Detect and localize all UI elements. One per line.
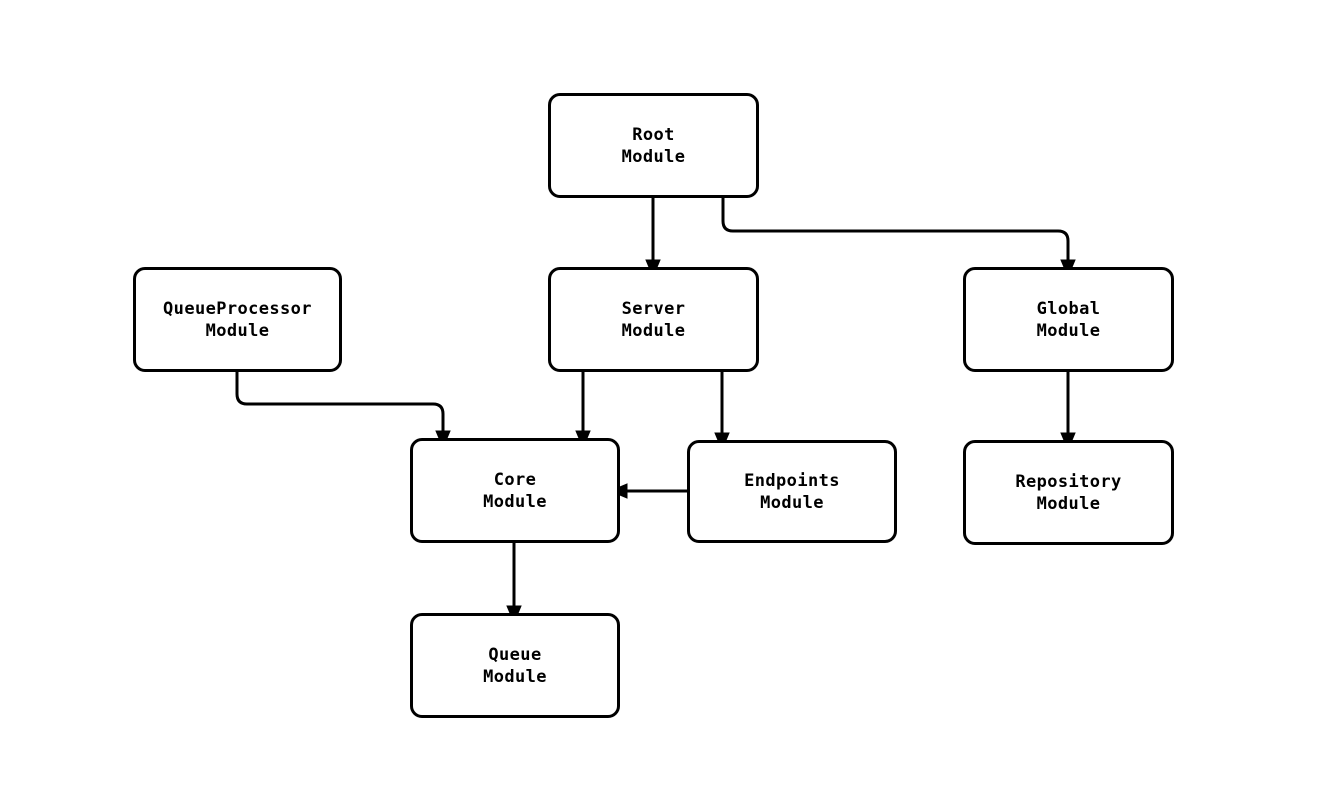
node-label: Endpoints Module bbox=[744, 470, 840, 513]
node-core-module[interactable]: Core Module bbox=[410, 438, 620, 543]
node-queueprocessor-module[interactable]: QueueProcessor Module bbox=[133, 267, 342, 372]
node-label: Server Module bbox=[621, 298, 686, 341]
node-label: Global Module bbox=[1036, 298, 1101, 341]
node-server-module[interactable]: Server Module bbox=[548, 267, 759, 372]
node-repository-module[interactable]: Repository Module bbox=[963, 440, 1174, 545]
node-endpoints-module[interactable]: Endpoints Module bbox=[687, 440, 897, 543]
edge-queueprocessor-to-core bbox=[235, 372, 451, 450]
node-queue-module[interactable]: Queue Module bbox=[410, 613, 620, 718]
node-label: Core Module bbox=[483, 469, 547, 512]
node-label: Repository Module bbox=[1015, 471, 1122, 514]
node-label: QueueProcessor Module bbox=[163, 298, 312, 341]
node-root-module[interactable]: Root Module bbox=[548, 93, 759, 198]
edge-root-to-global bbox=[721, 198, 1076, 279]
node-label: Queue Module bbox=[483, 644, 547, 687]
node-global-module[interactable]: Global Module bbox=[963, 267, 1174, 372]
node-label: Root Module bbox=[621, 124, 686, 167]
